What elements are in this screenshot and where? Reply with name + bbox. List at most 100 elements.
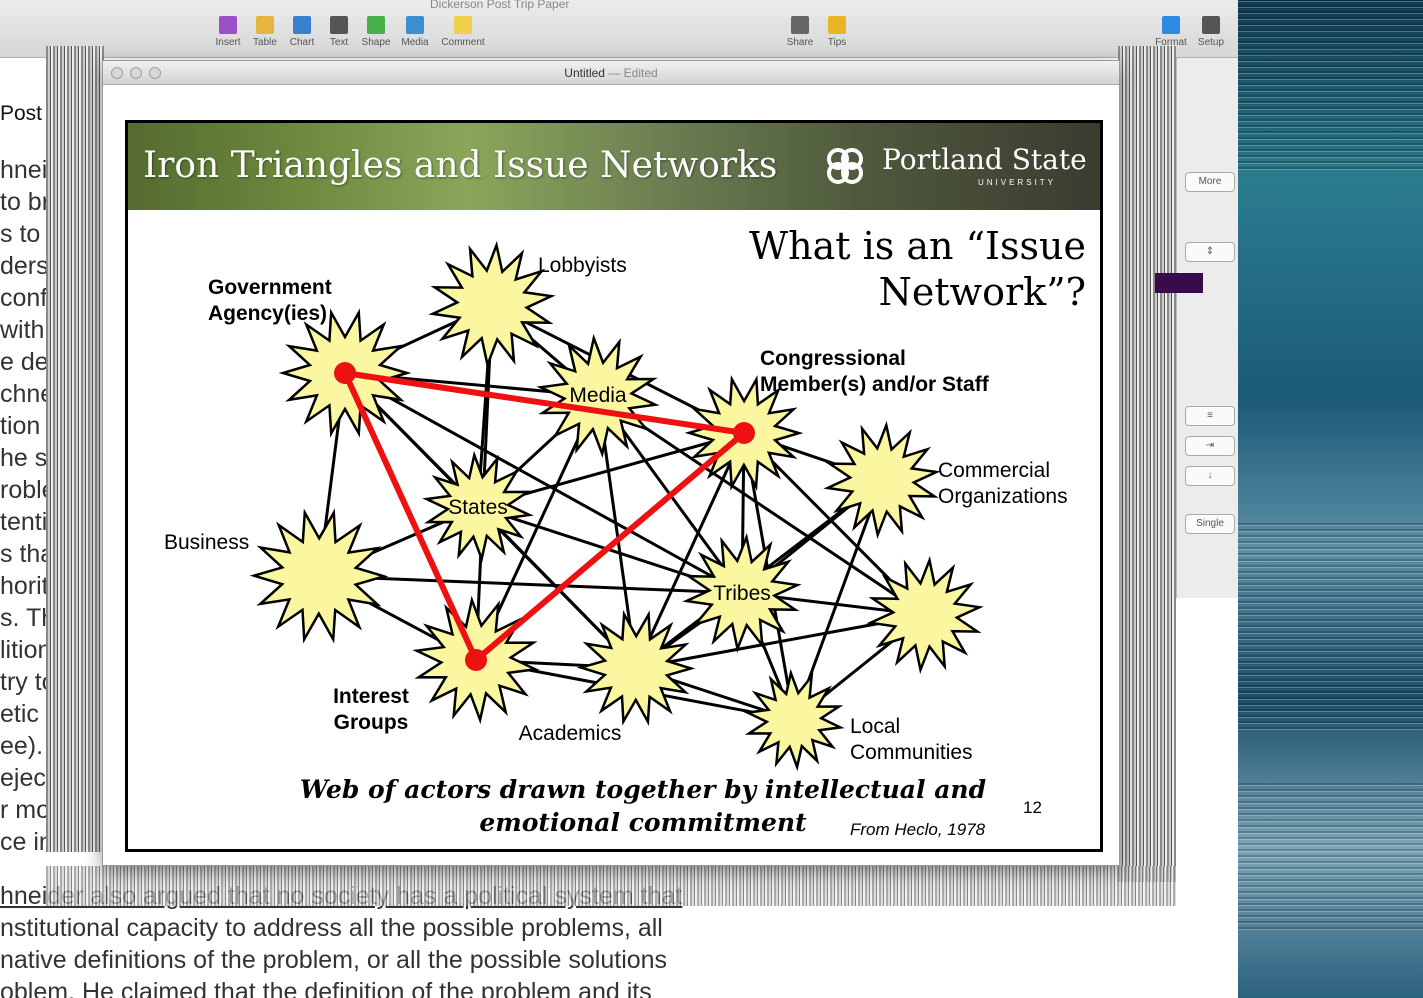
- comment-icon: [454, 16, 472, 34]
- starburst-node-commercial: [823, 420, 941, 540]
- toolbar-comment-button[interactable]: Comment: [440, 16, 486, 48]
- toolbar-label: Table: [253, 37, 277, 48]
- toolbar-label: Format: [1155, 37, 1187, 48]
- toolbar-share-button[interactable]: Share: [777, 16, 823, 48]
- untitled-window: Untitled — Edited Iron Triangles and Iss…: [102, 60, 1120, 866]
- starburst-node-lobbyists: [428, 240, 556, 370]
- toolbar-text-button[interactable]: Text: [316, 16, 362, 48]
- iron-triangle-vertex: [465, 649, 487, 671]
- toolbar-label: Chart: [289, 37, 315, 48]
- chart-icon: [293, 16, 311, 34]
- style-popup[interactable]: ⇕: [1185, 242, 1235, 262]
- node-label: Academics: [519, 722, 622, 745]
- back-doc-bottom-line: native definitions of the problem, or al…: [0, 946, 668, 974]
- align-button[interactable]: ≡: [1185, 406, 1235, 426]
- gear-icon: [1202, 16, 1220, 34]
- zoom-window-icon[interactable]: [149, 67, 161, 79]
- iron-triangle-vertex: [334, 362, 356, 384]
- toolbar-table-button[interactable]: Table: [242, 16, 288, 48]
- window-titlebar[interactable]: Untitled — Edited: [103, 61, 1119, 85]
- toolbar-label: Comment: [441, 37, 485, 48]
- shape-icon: [367, 16, 385, 34]
- table-icon: [256, 16, 274, 34]
- indent-button[interactable]: ⇥: [1185, 436, 1235, 456]
- desktop-glitch-top: [1238, 0, 1423, 170]
- format-inspector: More ⇕ ≡ ⇥ ↓ Single: [1155, 58, 1238, 598]
- network-edge: [344, 371, 743, 595]
- toolbar-label: Shape: [361, 37, 391, 48]
- insert-icon: [219, 16, 237, 34]
- spacing-button[interactable]: ↓: [1185, 466, 1235, 486]
- node-label: States: [448, 496, 508, 519]
- slide-caption: Web of actors drawn together by intellec…: [299, 775, 987, 837]
- slide-banner: Iron Triangles and Issue Networks Portla…: [128, 123, 1100, 210]
- node-label: Congressional: [760, 347, 906, 370]
- iron-triangle: [342, 370, 747, 663]
- node-label: Lobbyists: [538, 254, 627, 277]
- node-label: Commercial: [938, 459, 1050, 482]
- desktop-glitch-low: [1238, 780, 1423, 930]
- window-edited-status: — Edited: [608, 66, 658, 80]
- glitch-noise-bottom: [46, 866, 1176, 906]
- starburst-node-tribes: [682, 532, 802, 654]
- node-label: Local: [850, 715, 900, 738]
- slide-heading: What is an “Issue Network”?: [749, 224, 1086, 314]
- toolbar-chart-button[interactable]: Chart: [279, 16, 325, 48]
- toolbar-shape-button[interactable]: Shape: [353, 16, 399, 48]
- window-title: Untitled: [564, 66, 605, 80]
- psu-logo-name: Portland State: [882, 143, 1087, 176]
- toolbar-setup-button[interactable]: Setup: [1188, 16, 1234, 48]
- minimize-window-icon[interactable]: [130, 67, 142, 79]
- network-edge: [634, 432, 746, 669]
- node-label: Interest: [333, 685, 409, 708]
- share-icon: [791, 16, 809, 34]
- node-label: Agency(ies): [208, 302, 327, 325]
- slide-page-number: 12: [1023, 798, 1042, 817]
- issue-network-diagram: GovernmentAgency(ies)LobbyistsMediaCongr…: [164, 240, 1068, 772]
- slide-banner-title: Iron Triangles and Issue Networks: [143, 145, 778, 186]
- glitch-noise-right: [1118, 46, 1176, 882]
- starburst-node-academics: [576, 609, 696, 727]
- toolbar-tips-button[interactable]: Tips: [814, 16, 860, 48]
- media-icon: [406, 16, 424, 34]
- desktop-background: [1238, 0, 1423, 998]
- psu-logo-icon: [827, 148, 863, 184]
- starburst-node-local: [743, 668, 845, 772]
- toolbar-format-button[interactable]: Format: [1148, 16, 1194, 48]
- text-icon: [330, 16, 348, 34]
- toolbar-label: Share: [786, 37, 814, 48]
- psu-logo-subtitle: UNIVERSITY: [978, 178, 1057, 187]
- toolbar-label: Setup: [1197, 37, 1225, 48]
- back-doc-bottom-line: oblem. He claimed that the definition of…: [0, 978, 652, 998]
- toolbar-label: Tips: [827, 37, 847, 48]
- node-label: Groups: [334, 711, 409, 734]
- iron-triangle-vertex: [733, 422, 755, 444]
- starburst-node-unlabeled: [866, 555, 984, 675]
- node-label: Media: [569, 384, 627, 407]
- starburst-node-media: [536, 333, 660, 459]
- glitch-noise-left: [46, 46, 104, 852]
- toolbar-label: Text: [329, 37, 349, 48]
- node-label: Tribes: [713, 582, 771, 605]
- node-label: Communities: [850, 741, 973, 764]
- desktop-glitch-mid: [1238, 520, 1423, 730]
- starburst-node-business: [249, 508, 389, 644]
- back-doc-bottom-line: nstitutional capacity to address all the…: [0, 914, 663, 942]
- document-title: Dickerson Post Trip Paper: [430, 0, 570, 11]
- tips-icon: [828, 16, 846, 34]
- network-edge: [318, 574, 743, 595]
- node-label: Business: [164, 531, 249, 554]
- format-brush-icon: [1162, 16, 1180, 34]
- line-spacing-popup[interactable]: Single: [1185, 514, 1235, 534]
- starburst-node-states: [422, 450, 534, 564]
- slide-citation: From Heclo, 1978: [850, 820, 986, 839]
- more-button[interactable]: More: [1185, 172, 1235, 192]
- color-swatch[interactable]: [1155, 273, 1203, 293]
- toolbar-media-button[interactable]: Media: [392, 16, 438, 48]
- network-edge: [597, 394, 926, 617]
- node-label: Member(s) and/or Staff: [760, 373, 990, 396]
- close-window-icon[interactable]: [111, 67, 123, 79]
- toolbar-insert-button[interactable]: Insert: [205, 16, 251, 48]
- pages-toolbar: Dickerson Post Trip Paper Insert Table Cha…: [0, 0, 1240, 58]
- toolbar-label: Insert: [215, 37, 241, 48]
